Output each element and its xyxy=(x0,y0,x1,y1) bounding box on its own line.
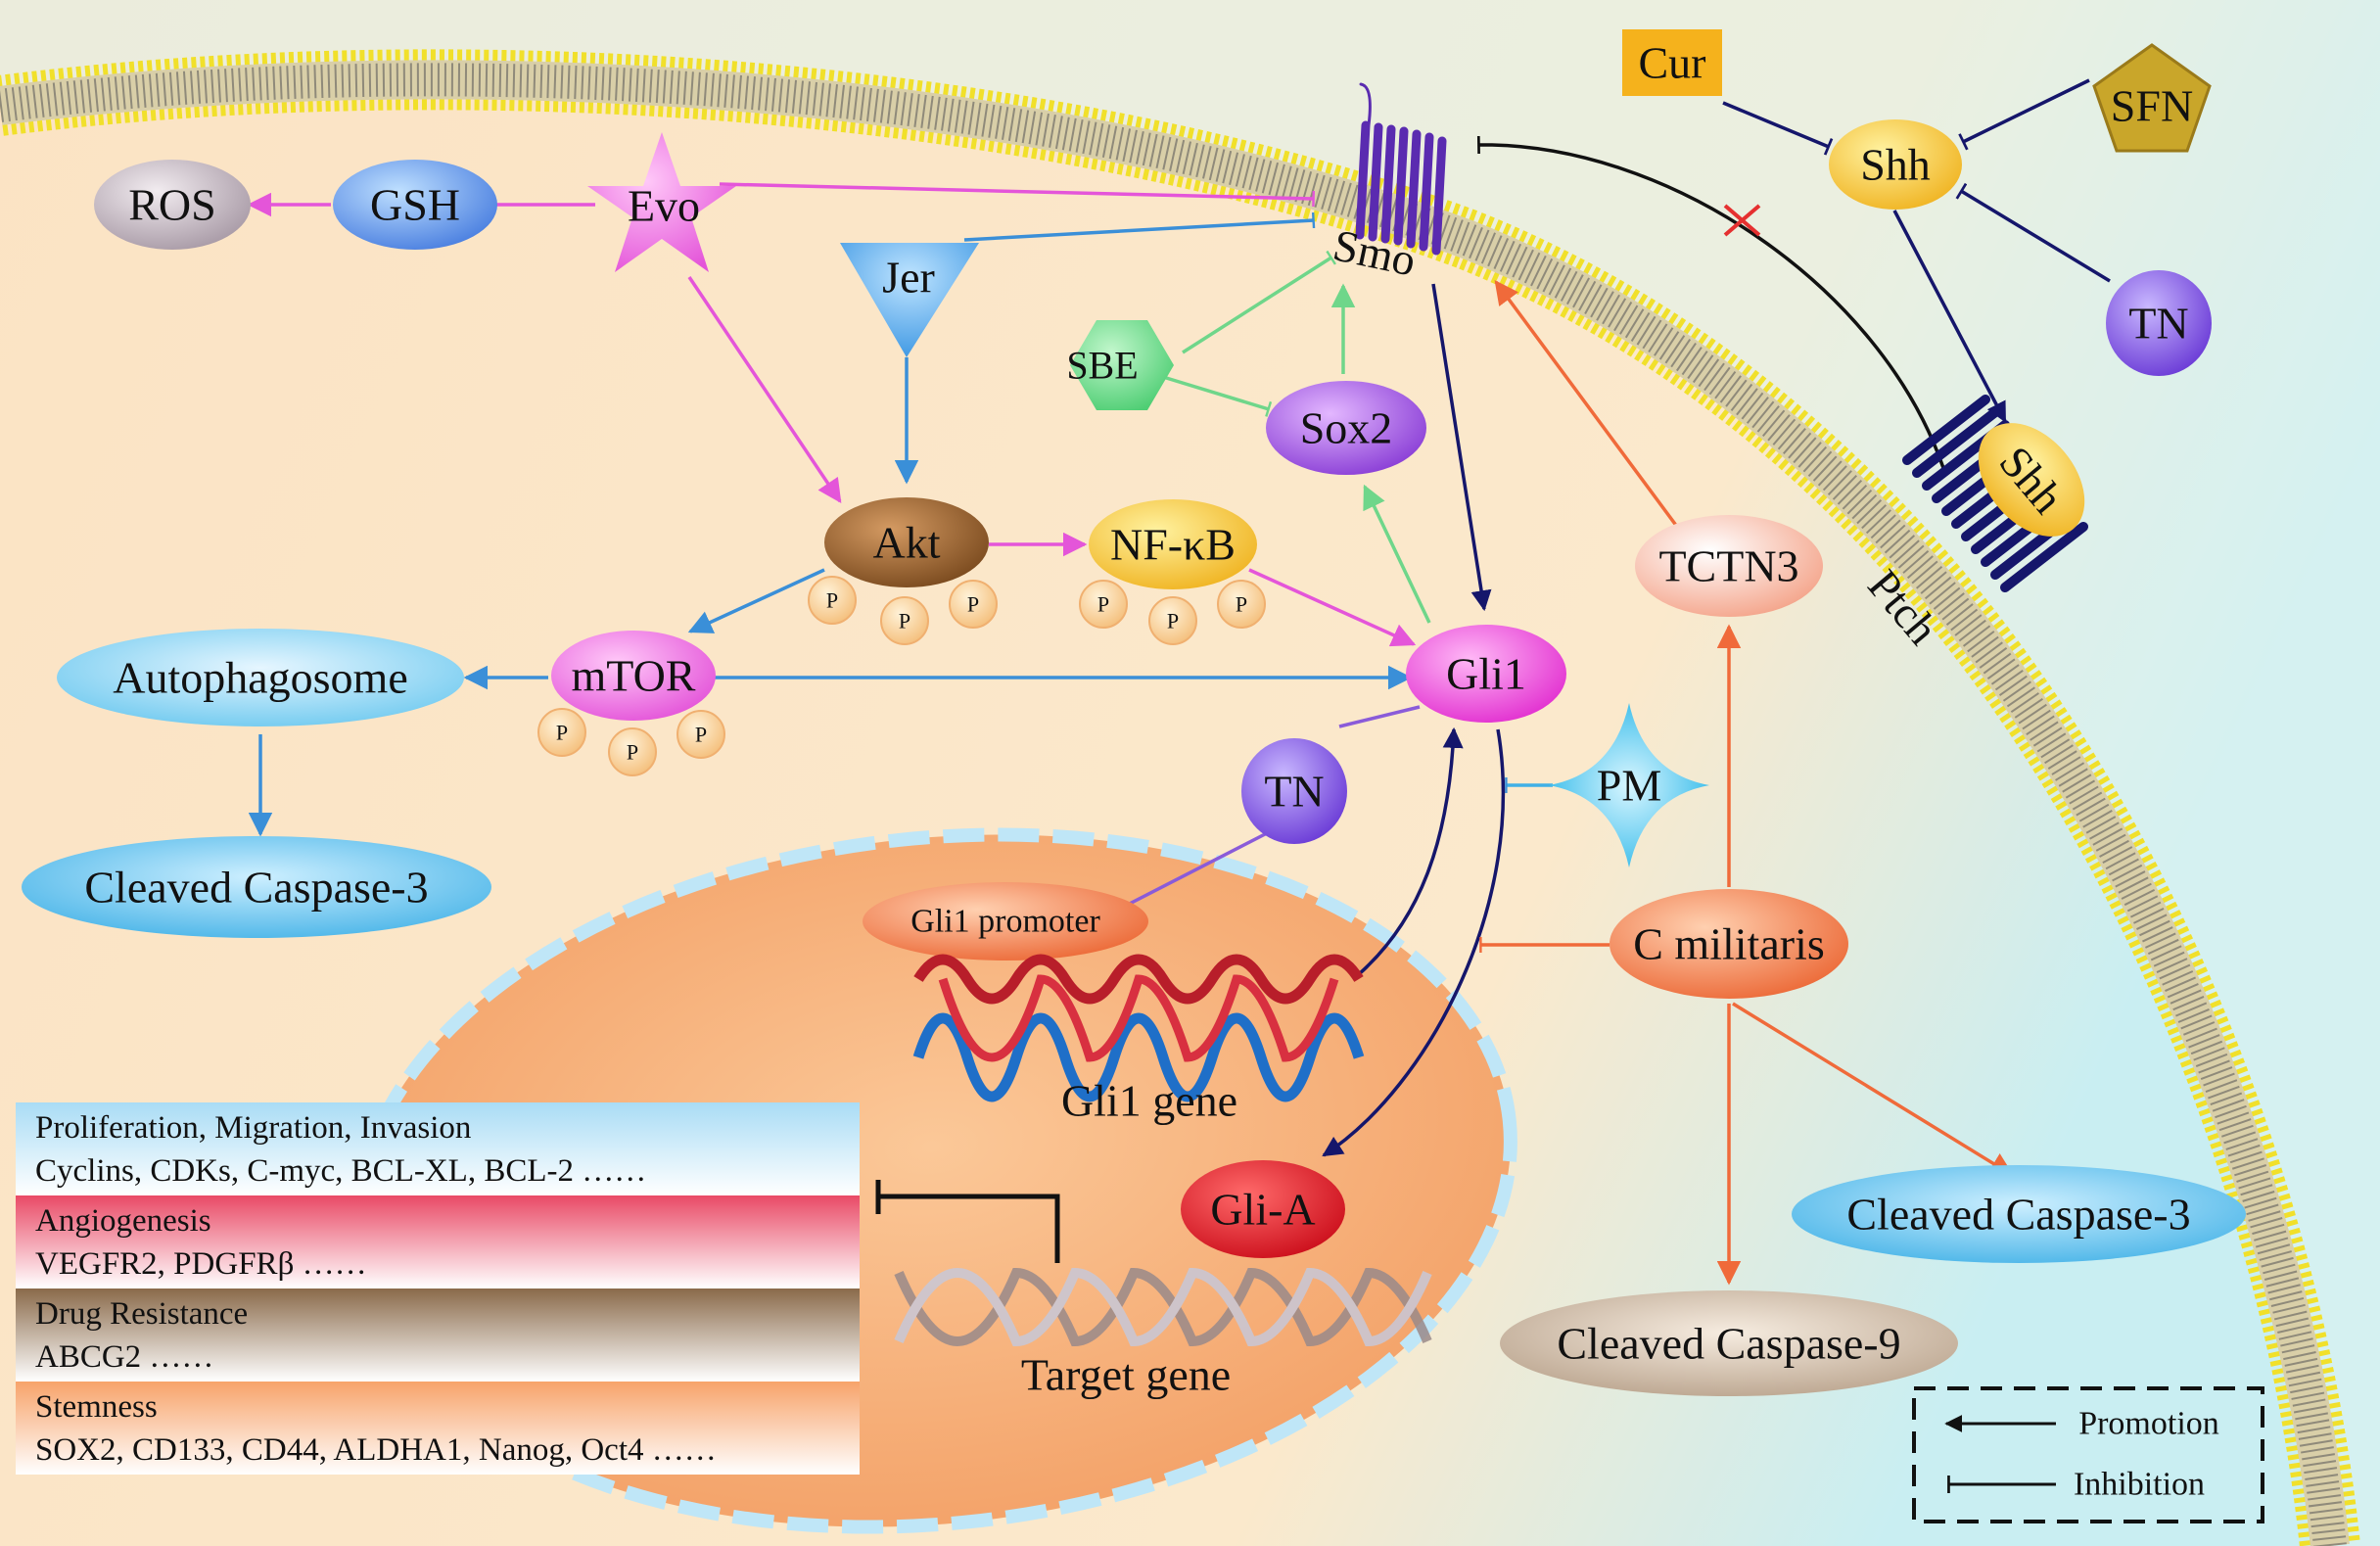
svg-text:P: P xyxy=(1097,592,1109,617)
node-shh-outer: Shh xyxy=(1829,119,1962,210)
legend-promotion-label: Promotion xyxy=(2078,1406,2219,1442)
node-akt: Akt P P P xyxy=(808,497,998,645)
category-stemness: Stemness SOX2, CD133, CD44, ALDHA1, Nano… xyxy=(16,1382,860,1475)
category-title: Proliferation, Migration, Invasion xyxy=(35,1110,472,1146)
category-genes: ABCG2 …… xyxy=(35,1339,214,1375)
gli1-gene-dna-icon xyxy=(912,954,1365,1102)
node-sfn: SFN xyxy=(2092,43,2212,153)
svg-text:P: P xyxy=(967,592,979,617)
node-cleaved-caspase3-left: Cleaved Caspase-3 xyxy=(22,836,491,938)
node-cleaved-caspase3-right: Cleaved Caspase-3 xyxy=(1792,1165,2246,1263)
node-pm: PM xyxy=(1549,703,1709,867)
node-sfn-label: SFN xyxy=(2111,81,2193,131)
svg-text:P: P xyxy=(695,723,707,747)
node-cleaved-caspase3-right-label: Cleaved Caspase-3 xyxy=(1846,1190,2190,1240)
node-sox2: Sox2 xyxy=(1266,381,1426,475)
node-gli1-label: Gli1 xyxy=(1446,649,1526,699)
category-proliferation: Proliferation, Migration, Invasion Cycli… xyxy=(16,1102,860,1195)
node-tn-upper: TN xyxy=(2106,270,2212,376)
svg-text:P: P xyxy=(826,588,838,613)
node-ros-label: ROS xyxy=(128,180,215,230)
svg-text:P: P xyxy=(1167,609,1179,633)
node-gsh: GSH xyxy=(333,160,497,250)
node-autophagosome: Autophagosome xyxy=(57,629,464,726)
svg-text:P: P xyxy=(627,740,638,765)
node-cleaved-caspase9: Cleaved Caspase-9 xyxy=(1500,1290,1958,1396)
node-sbe-label: SBE xyxy=(1066,344,1138,388)
node-gli1-promoter-label: Gli1 promoter xyxy=(910,904,1100,940)
node-evo-label: Evo xyxy=(628,181,700,231)
node-c-militaris: C militaris xyxy=(1610,889,1848,999)
connectors xyxy=(247,78,2111,1286)
mtor-phospho-sites: P P P xyxy=(537,708,725,776)
node-gli-a-label: Gli-A xyxy=(1210,1185,1315,1235)
category-genes: VEGFR2, PDGFRβ …… xyxy=(35,1246,367,1282)
category-genes: Cyclins, CDKs, C-myc, BCL-XL, BCL-2 …… xyxy=(35,1153,647,1189)
node-tn-mid-label: TN xyxy=(1264,767,1324,817)
target-gene-dna-icon xyxy=(894,1267,1432,1347)
svg-text:P: P xyxy=(899,609,910,633)
node-shh-outer-label: Shh xyxy=(1860,140,1931,190)
node-mtor: mTOR P P P xyxy=(537,631,725,776)
category-angiogenesis: Angiogenesis VEGFR2, PDGFRβ …… xyxy=(16,1195,860,1288)
node-tn-upper-label: TN xyxy=(2128,299,2188,349)
smo-receptor-icon xyxy=(1355,82,1447,256)
akt-phospho-sites: P P P xyxy=(808,576,998,645)
legend: Promotion Inhibition xyxy=(1912,1386,2264,1523)
nfkb-phospho-sites: P P P xyxy=(1079,580,1266,645)
node-cur: Cur xyxy=(1622,29,1722,96)
node-c-militaris-label: C militaris xyxy=(1633,919,1825,969)
node-evo: Evo xyxy=(587,132,736,272)
node-sox2-label: Sox2 xyxy=(1300,403,1393,453)
node-gsh-label: GSH xyxy=(370,180,460,230)
node-tctn3-label: TCTN3 xyxy=(1658,541,1798,591)
node-mtor-label: mTOR xyxy=(572,651,696,701)
node-nfkb: NF-κB P P P xyxy=(1079,499,1266,645)
category-title: Stemness xyxy=(35,1389,158,1425)
node-akt-label: Akt xyxy=(873,518,941,568)
node-jer: Jer xyxy=(840,243,979,357)
category-title: Angiogenesis xyxy=(35,1203,211,1239)
node-autophagosome-label: Autophagosome xyxy=(113,653,408,703)
node-pm-label: PM xyxy=(1597,761,1661,811)
category-title: Drug Resistance xyxy=(35,1296,249,1332)
node-gli1-promoter: Gli1 promoter xyxy=(863,882,1148,960)
node-nfkb-label: NF-κB xyxy=(1110,520,1236,570)
node-tctn3: TCTN3 xyxy=(1635,515,1823,617)
node-gli-a: Gli-A xyxy=(1181,1160,1345,1258)
node-shh-bound: Shh xyxy=(1978,423,2085,537)
node-cleaved-caspase9-label: Cleaved Caspase-9 xyxy=(1557,1319,1900,1369)
node-sbe: SBE xyxy=(1066,320,1174,410)
category-genes: SOX2, CD133, CD44, ALDHA1, Nanog, Oct4 …… xyxy=(35,1432,717,1468)
svg-text:P: P xyxy=(1236,592,1247,617)
category-drug-resistance: Drug Resistance ABCG2 …… xyxy=(16,1288,860,1382)
gli1-gene-label: Gli1 gene xyxy=(1061,1076,1237,1126)
cell-membrane xyxy=(0,49,2360,1546)
target-gene-label: Target gene xyxy=(1021,1350,1231,1400)
legend-inhibition-label: Inhibition xyxy=(2074,1467,2205,1503)
node-jer-label: Jer xyxy=(882,253,935,303)
target-gene-categories: Proliferation, Migration, Invasion Cycli… xyxy=(16,1102,860,1475)
blocked-cross-icon xyxy=(1723,204,1761,237)
node-ros: ROS xyxy=(94,160,251,250)
node-gli1: Gli1 xyxy=(1406,625,1566,723)
node-cur-label: Cur xyxy=(1639,38,1706,88)
node-tn-mid: TN xyxy=(1241,738,1347,844)
svg-text:P: P xyxy=(556,721,568,745)
node-cleaved-caspase3-left-label: Cleaved Caspase-3 xyxy=(84,863,428,913)
